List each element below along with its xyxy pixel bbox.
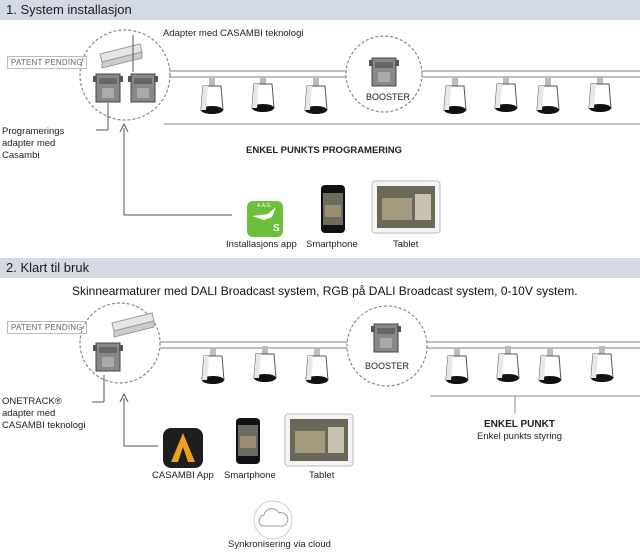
- onetrack-adapter-label: ONETRACK® adapter med CASAMBI teknologi: [2, 396, 86, 431]
- cloud-sync-label: Synkronisering via cloud: [228, 539, 331, 550]
- patent-pending-badge-2: PATENT PENDING: [7, 321, 87, 334]
- app-label-smartphone-1: Smartphone: [306, 239, 358, 250]
- single-point-programming: ENKEL PUNKTS PROGRAMERING: [246, 145, 403, 156]
- single-point-subtitle: Enkel punkts styring: [477, 431, 563, 442]
- app-label-installasjons: Installasjons app: [226, 239, 297, 250]
- adapter-casambi-label: Adapter med CASAMBI teknologi: [163, 28, 304, 39]
- installasjons-app-icon: [247, 201, 283, 237]
- app-icon-top-text: A.A.G.: [257, 203, 272, 209]
- app-label-smartphone-2: Smartphone: [224, 470, 276, 481]
- app-label-tablet-1: Tablet: [393, 239, 419, 250]
- section1-header: 1. System installasjon: [0, 0, 640, 20]
- booster-label-2: BOOSTER: [365, 361, 410, 371]
- cloud-icon: [253, 500, 293, 540]
- booster-label-1: BOOSTER: [366, 92, 411, 102]
- casambi-app-icon: [163, 428, 203, 468]
- patent-pending-badge-1: PATENT PENDING: [7, 56, 87, 69]
- app-icon-letter: S: [273, 223, 280, 234]
- tablet-icon-2: [284, 413, 354, 467]
- app-label-casambi: CASAMBI App: [152, 470, 214, 481]
- smartphone-icon-1: [321, 185, 345, 233]
- programming-adapter-label: Programerings adapter med Casambi: [2, 126, 65, 161]
- single-point-title: ENKEL PUNKT: [484, 419, 555, 430]
- smartphone-icon-2: [236, 418, 260, 464]
- tablet-icon-1: [371, 180, 441, 234]
- adapter-zoom-circle: [79, 29, 171, 121]
- app-label-tablet-2: Tablet: [309, 470, 335, 481]
- section2-subtitle: Skinnearmaturer med DALI Broadcast syste…: [72, 284, 578, 298]
- section2-header: 2. Klart til bruk: [0, 258, 640, 278]
